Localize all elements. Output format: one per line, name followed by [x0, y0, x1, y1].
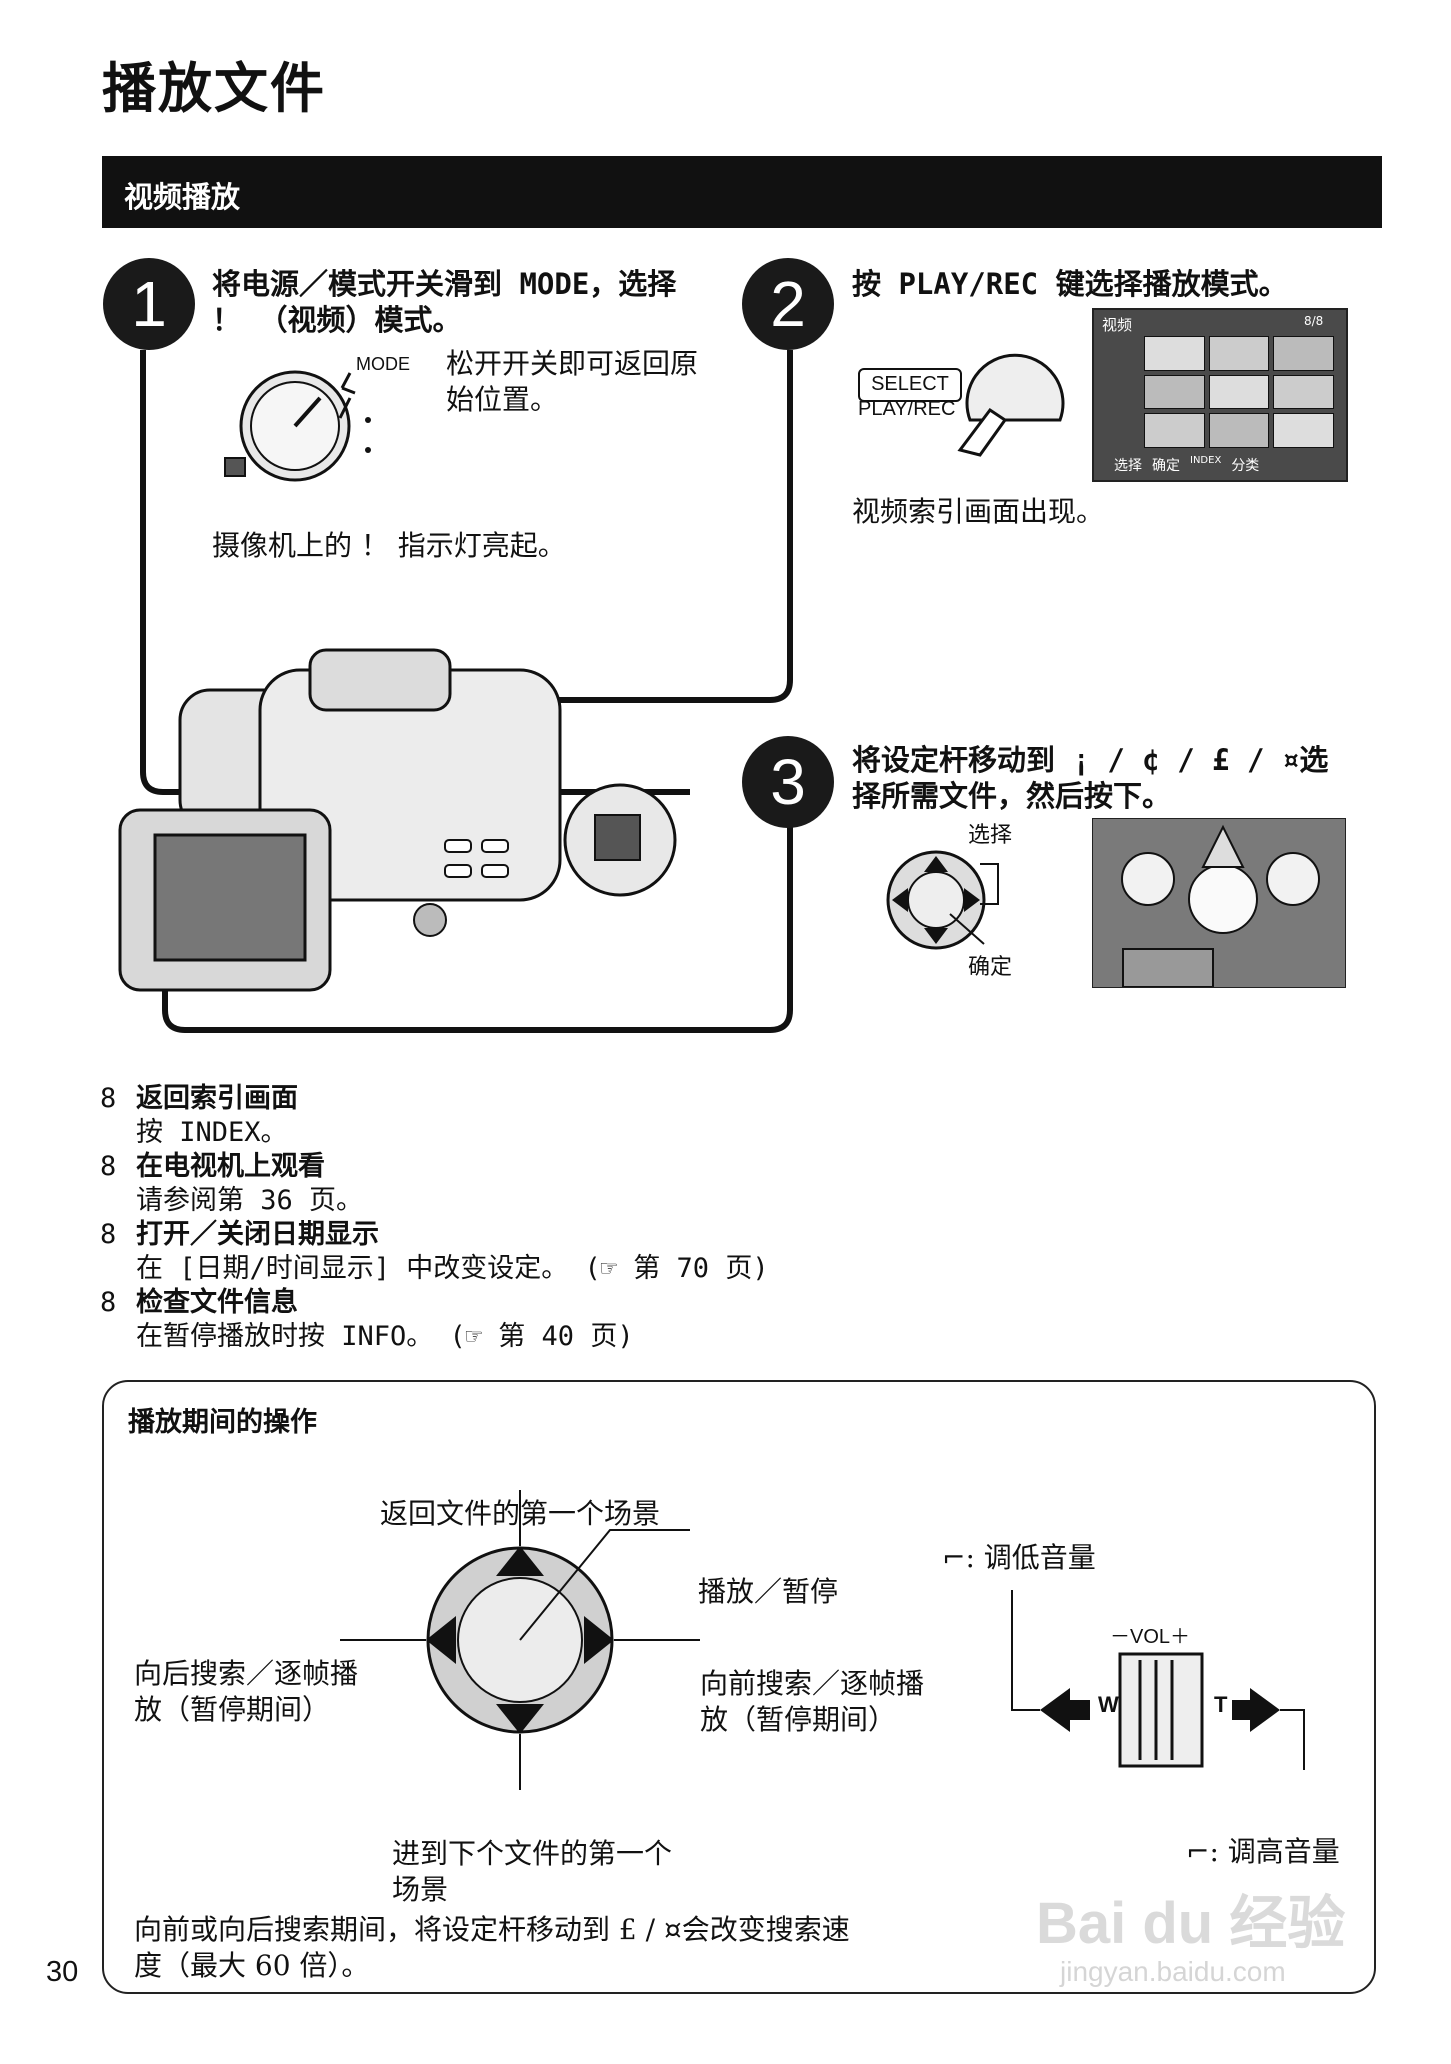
zoom-w-label: W	[1098, 1692, 1119, 1717]
play-rec-button-illustration	[957, 353, 1065, 457]
note-bullet: 8	[100, 1151, 117, 1182]
step-3-number: 3	[742, 736, 834, 828]
op-down-label: 进到下个文件的第一个 场景	[392, 1836, 672, 1908]
thumbnail[interactable]	[1208, 374, 1270, 410]
note-item: 8 返回索引画面	[100, 1082, 769, 1116]
watermark-url: jingyan.baidu.com	[1060, 1956, 1286, 1987]
set-lever-small-illustration	[886, 850, 999, 950]
screen-footer-category: 分类	[1231, 458, 1260, 474]
step-3-line2: 择所需文件，然后按下。	[852, 779, 1172, 813]
operations-box	[102, 1380, 1376, 1994]
step-1-note-line1: 松开开关即可返回原	[446, 347, 699, 380]
playback-screen-image	[1092, 818, 1346, 988]
operations-footer-line1: 向前或向后搜索期间，将设定杆移动到 £ / ¤会改变搜索速	[134, 1913, 850, 1946]
note-desc: 请参阅第 36 页。	[136, 1185, 364, 1216]
watermark-logo: Bai du 经验	[1036, 1891, 1346, 1956]
op-down-line1: 进到下个文件的第一个	[392, 1837, 673, 1870]
thumbnail[interactable]	[1144, 336, 1205, 371]
screen-title: 视频	[1102, 316, 1133, 334]
note-item: 8 在电视机上观看	[100, 1150, 769, 1184]
note-item: 8 检查文件信息	[100, 1286, 769, 1320]
note-bullet: 8	[100, 1219, 117, 1250]
note-desc: 在暂停播放时按 INFO。 (☞ 第 40 页)	[136, 1321, 634, 1352]
step-2-number: 2	[742, 258, 834, 350]
thumbnail[interactable]	[1208, 413, 1270, 448]
step-2-instruction: 按 PLAY/REC 键选择播放模式。	[852, 267, 1288, 301]
step-1-line1: 将电源／模式开关滑到 MODE，选择	[212, 267, 677, 301]
label-confirm: 确定	[968, 955, 1013, 980]
op-right-label: 向前搜索／逐帧播 放（暂停期间）	[700, 1666, 924, 1738]
op-center-label: 播放／暂停	[698, 1575, 839, 1608]
mode-dial-illustration	[224, 370, 371, 482]
step-1-number: 1	[103, 258, 195, 350]
section-title: 视频播放	[124, 180, 241, 214]
play-rec-label: PLAY/REC	[858, 398, 956, 420]
op-down-line2: 场景	[392, 1873, 449, 1906]
thumbnail[interactable]	[1273, 336, 1334, 371]
op-right-line1: 向前搜索／逐帧播	[700, 1667, 925, 1700]
note-title: 打开／关闭日期显示	[136, 1219, 379, 1250]
party-scene-illustration	[1121, 824, 1320, 987]
note-item: 8 打开／关闭日期显示	[100, 1218, 769, 1252]
screen-footer-select: 选择	[1114, 458, 1142, 474]
select-button-label[interactable]: SELECT	[858, 368, 962, 402]
video-index-screen: 视频 8/8 选择 确定 INDEX 分类	[1092, 308, 1348, 482]
operations-footer-line2: 度（最大 60 倍）。	[134, 1949, 370, 1982]
note-bullet: 8	[100, 1287, 117, 1318]
set-lever-diagram	[340, 1490, 700, 1790]
step-1-note: 松开开关即可返回原 始位置。	[446, 346, 698, 418]
step-1-indicator-text: 摄像机上的 ！ 指示灯亮起。	[212, 529, 566, 562]
vol-up-label: ⌐: 调高音量	[1186, 1835, 1340, 1868]
operations-footer: 向前或向后搜索期间，将设定杆移动到 £ / ¤会改变搜索速 度（最大 60 倍）…	[134, 1912, 850, 1984]
step-2-result: 视频索引画面出现。	[852, 495, 1105, 528]
screen-footer-index: INDEX	[1190, 455, 1222, 466]
step-1-line2: ！ （视频）模式。	[212, 303, 462, 337]
note-desc: 按 INDEX。	[136, 1117, 288, 1148]
op-left-line1: 向后搜索／逐帧播	[134, 1657, 359, 1690]
thumbnail[interactable]	[1208, 336, 1270, 371]
mode-switch-label: MODE	[356, 354, 410, 374]
op-right-line2: 放（暂停期间）	[700, 1703, 897, 1736]
op-left-label: 向后搜索／逐帧播 放（暂停期间）	[134, 1656, 358, 1728]
section-bar: 视频播放	[102, 156, 1382, 228]
step-1-note-line2: 始位置。	[446, 383, 559, 416]
thumbnail[interactable]	[1144, 374, 1205, 410]
screen-footer-confirm: 确定	[1152, 458, 1180, 474]
vol-down-label: ⌐: 调低音量	[942, 1541, 1096, 1574]
camcorder-illustration	[118, 648, 677, 992]
step-1-instruction: 将电源／模式开关滑到 MODE，选择 ！ （视频）模式。	[212, 266, 732, 338]
thumbnail[interactable]	[1144, 413, 1205, 448]
operations-title: 播放期间的操作	[128, 1407, 317, 1438]
notes-list: 8 返回索引画面 按 INDEX。 8 在电视机上观看 请参阅第 36 页。 8…	[100, 1082, 769, 1354]
op-left-line2: 放（暂停期间）	[134, 1693, 331, 1726]
zoom-lever-illustration	[1011, 1590, 1305, 1770]
thumbnail[interactable]	[1273, 413, 1334, 448]
zoom-t-label: T	[1214, 1692, 1228, 1717]
screen-count: 8/8	[1304, 314, 1324, 328]
label-select: 选择	[968, 823, 1013, 848]
vol-label: －VOL＋	[1110, 1626, 1191, 1648]
step-3-instruction: 将设定杆移动到 ¡ / ¢ / £ / ¤选 择所需文件，然后按下。	[852, 742, 1328, 814]
note-title: 返回索引画面	[136, 1083, 298, 1114]
note-bullet: 8	[100, 1083, 117, 1114]
op-up-label: 返回文件的第一个场景	[380, 1497, 661, 1530]
page-title: 播放文件	[102, 57, 326, 120]
note-title: 在电视机上观看	[136, 1151, 325, 1182]
screen-footer: 选择 确定 INDEX 分类	[1114, 455, 1259, 475]
note-title: 检查文件信息	[136, 1287, 298, 1318]
step-3-line1: 将设定杆移动到 ¡ / ¢ / £ / ¤选	[852, 743, 1329, 777]
thumbnail[interactable]	[1273, 374, 1334, 410]
note-desc: 在 [日期/时间显示] 中改变设定。 (☞ 第 70 页)	[136, 1253, 769, 1284]
page-number: 30	[46, 1956, 79, 1988]
thumbnail-grid	[1144, 336, 1334, 448]
